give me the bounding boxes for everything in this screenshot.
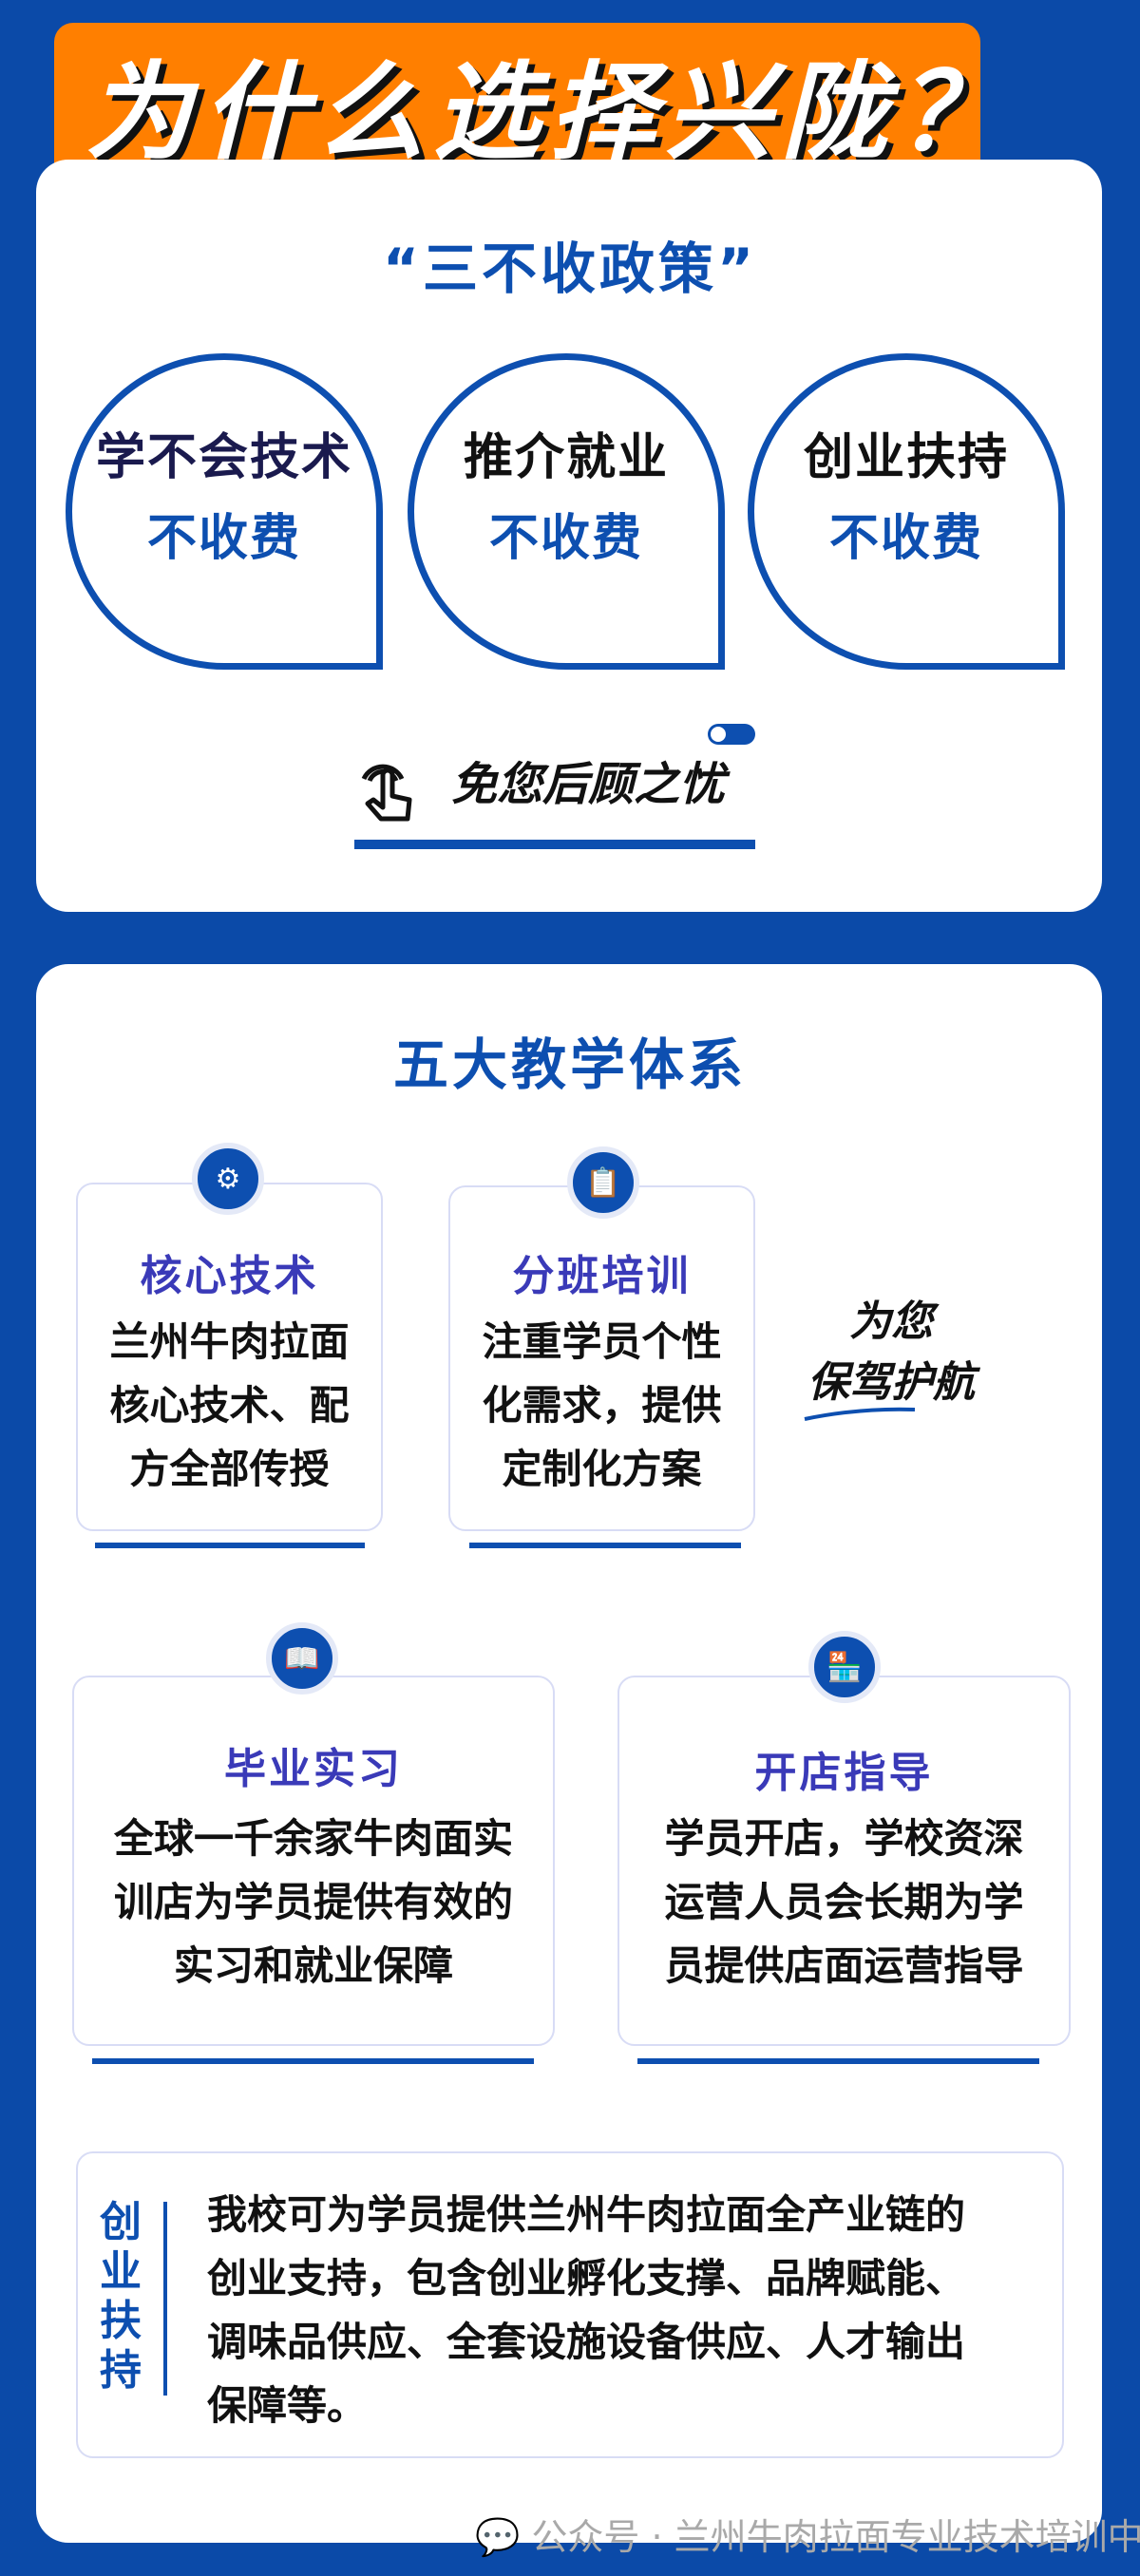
feature-box: 开店指导 学员开店，学校资深 运营人员会长期为学 员提供店面运营指导 [618,1676,1071,2046]
title-banner [54,23,980,184]
bubble-line1: 学不会技术 [95,428,352,486]
watermark: 💬 公众号 · 兰州牛肉拉面专业技术培训中心 [475,2508,1140,2560]
slogan: 免您后顾之忧 [451,758,726,811]
feature-line: 核心技术、配 [109,1382,350,1429]
escort-line: 为您 [849,1297,933,1346]
feature-line: 运营人员会长期为学 [664,1879,1024,1925]
label-char: 持 [100,2346,142,2395]
feature-line: 全球一千余家牛肉面实 [113,1815,513,1862]
body-line: 创业支持，包含创业孵化支撑、品牌赋能、 [207,2255,966,2301]
divider [92,2058,534,2064]
divider [95,1543,365,1548]
feature-title: 分班培训 [512,1252,692,1300]
clipboard-icon: 📋 [567,1146,639,1219]
startup-body: 我校可为学员提供兰州牛肉拉面全产业链的 创业支持，包含创业孵化支撑、品牌赋能、 … [207,2183,965,2437]
body-line: 我校可为学员提供兰州牛肉拉面全产业链的 [207,2191,966,2238]
feature-line: 定制化方案 [502,1446,702,1492]
wechat-icon: 💬 [475,2516,521,2558]
bubble-line1: 创业扶持 [803,428,1009,486]
vertical-divider [163,2202,167,2396]
feature-line: 实习和就业保障 [173,1942,453,1989]
feature-line: 训店为学员提供有效的 [113,1879,513,1925]
bubble-line2: 不收费 [146,509,301,567]
feature-line: 注重学员个性 [482,1318,722,1365]
feature-box: 分班培训 注重学员个性 化需求，提供 定制化方案 [448,1185,755,1531]
body-line: 调味品供应、全套设施设备供应、人才输出 [207,2319,966,2365]
body-line: 保障等。 [207,2382,368,2429]
feature-box: 核心技术 兰州牛肉拉面 核心技术、配 方全部传授 [76,1183,383,1531]
bubble-line2: 不收费 [488,509,643,567]
policy-title: “三不收政策” [382,237,758,301]
page-title: 为什么选择兴陇？ [86,51,1013,175]
feature-line: 方全部传授 [129,1446,330,1492]
book-icon: 📖 [266,1622,338,1695]
store-icon: 🏪 [808,1631,881,1703]
watermark-text: 公众号 · 兰州牛肉拉面专业技术培训中心 [531,2516,1140,2558]
bubble-line1: 推介就业 [463,428,669,486]
policy-bubble: 创业扶持 不收费 [748,353,1065,670]
toggle-icon [708,724,755,745]
hand-pointer-icon [361,764,412,822]
divider [354,840,755,849]
bubble-line2: 不收费 [828,509,983,567]
label-char: 业 [100,2247,142,2296]
feature-title: 核心技术 [140,1252,319,1300]
system-title: 五大教学体系 [392,1032,747,1097]
feature-box: 毕业实习 全球一千余家牛肉面实 训店为学员提供有效的 实习和就业保障 [72,1676,555,2046]
escort-text: 为您 保驾护航 [808,1292,975,1413]
feature-title: 毕业实习 [224,1745,403,1793]
feature-line: 员提供店面运营指导 [664,1942,1024,1989]
feature-line: 兰州牛肉拉面 [109,1318,350,1365]
feature-line: 学员开店，学校资深 [664,1815,1024,1862]
swoosh-decoration [804,1407,916,1421]
escort-line: 保驾护航 [808,1358,975,1407]
startup-label: 创 业 扶 持 [99,2198,142,2396]
divider [637,2058,1039,2064]
policy-bubble: 学不会技术 不收费 [66,353,383,670]
startup-box [76,2151,1064,2458]
gear-icon: ⚙ [192,1143,264,1215]
policy-bubble: 推介就业 不收费 [408,353,725,670]
feature-title: 开店指导 [754,1749,934,1797]
feature-line: 化需求，提供 [482,1382,722,1429]
label-char: 扶 [100,2297,142,2345]
divider [469,1543,741,1548]
label-char: 创 [100,2198,142,2246]
